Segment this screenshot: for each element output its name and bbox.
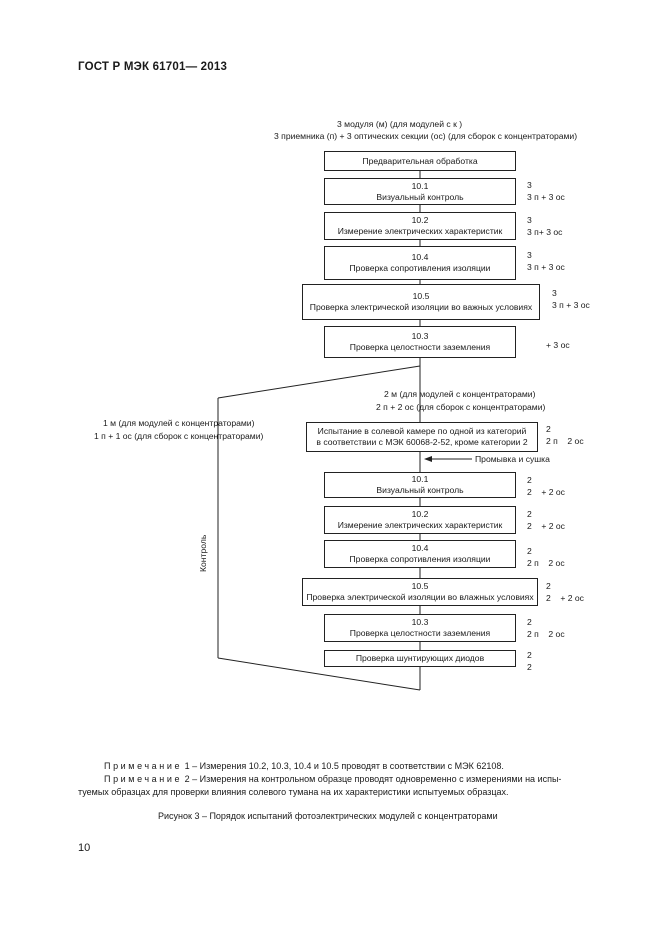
step-label: Проверка сопротивления изоляции [349,554,491,564]
control-vertical-label: Контроль [198,534,208,572]
document-header: ГОСТ Р МЭК 61701— 2013 [78,61,228,73]
step-10-3-box: 10.3 Проверка целостности заземления [324,326,516,358]
step-10-3-counts: + 3 ос [546,340,570,350]
step-number: 10.3 [411,331,429,341]
step-number: 10.1 [411,180,429,191]
step-label: Измерение электрических характеристик [337,226,503,236]
step-number: 10.1 [411,474,429,484]
preprocess-label: Предварительная обработка [362,155,478,166]
step-label: Проверка электрической изоляции во влажн… [306,592,534,602]
step-number: 10.4 [411,543,429,553]
step-10-1-box: 10.1 Визуальный контроль [324,178,516,205]
step2-10-3-box: 10.3 Проверка целостности заземления [324,614,516,642]
step-label: Проверка целостности заземления [349,342,491,352]
step-label: Визуальный контроль [376,485,464,495]
note-1-text: 1 – Измерения 10.2, 10.3, 10.4 и 10.5 пр… [182,761,504,771]
salt-chamber-box: Испытание в солевой камере по одной из к… [306,422,538,452]
step2-10-2-box: 10.2 Измерение электрических характерист… [324,506,516,534]
step2-10-4-box: 10.4 Проверка сопротивления изоляции [324,540,516,568]
note-1: Примечание 1 – Измерения 10.2, 10.3, 10.… [104,760,504,773]
note-2-prefix: Примечание [104,774,183,784]
page-number: 10 [78,842,91,854]
step-label: Измерение электрических характеристик [337,520,503,530]
top-sample-line-1: 3 модуля (м) (для модулей с к ) [337,119,463,129]
control-branch-label-1: 1 м (для модулей с концентраторами) [103,418,255,428]
step-number: 10.5 [411,581,429,591]
preprocess-box: Предварительная обработка [324,151,516,171]
bypass-diode-box: Проверка шунтирующих диодов [324,650,516,667]
step-number: 10.2 [411,215,429,225]
control-branch-label-2: 1 п + 1 ос (для сборок с концентраторами… [94,431,264,441]
step2-10-5-box: 10.5 Проверка электрической изоляции во … [302,578,538,606]
step-10-2-box: 10.2 Измерение электрических характерист… [324,212,516,240]
top-sample-line-2: 3 приемника (п) + 3 оптических секции (о… [274,131,578,141]
note-2-continuation: туемых образцах для проверки влияния сол… [78,787,509,797]
step-label: Проверка электрической изоляции во важны… [309,302,533,312]
figure-caption: Рисунок 3 – Порядок испытаний фотоэлектр… [158,811,498,821]
step2-10-1-box: 10.1 Визуальный контроль [324,472,516,498]
step-number: 10.5 [412,291,430,301]
note-1-prefix: Примечание [104,761,183,771]
step-number: 10.2 [411,509,429,519]
step-label: Визуальный контроль [376,191,464,202]
note-2: Примечание 2 – Измерения на контрольном … [104,773,561,786]
step-label: Проверка сопротивления изоляции [349,263,491,273]
salt-chamber-line-1: Испытание в солевой камере по одной из к… [317,426,527,436]
step-label: Проверка целостности заземления [349,628,491,638]
step-label: Проверка шунтирующих диодов [355,653,485,663]
wash-dry-label: Промывка и сушка [475,454,550,464]
note-2-text: 2 – Измерения на контрольном образце про… [182,774,562,784]
salt-branch-label-1: 2 м (для модулей с концентраторами) [384,389,536,399]
step-10-4-box: 10.4 Проверка сопротивления изоляции [324,246,516,280]
step-10-5-box: 10.5 Проверка электрической изоляции во … [302,284,540,320]
salt-chamber-line-2: в соответствии с МЭК 60068-2-52, кроме к… [316,437,528,447]
step-number: 10.3 [411,617,429,627]
step-number: 10.4 [411,252,429,262]
salt-branch-label-2: 2 п + 2 ос (для сборок с концентраторами… [376,402,546,412]
